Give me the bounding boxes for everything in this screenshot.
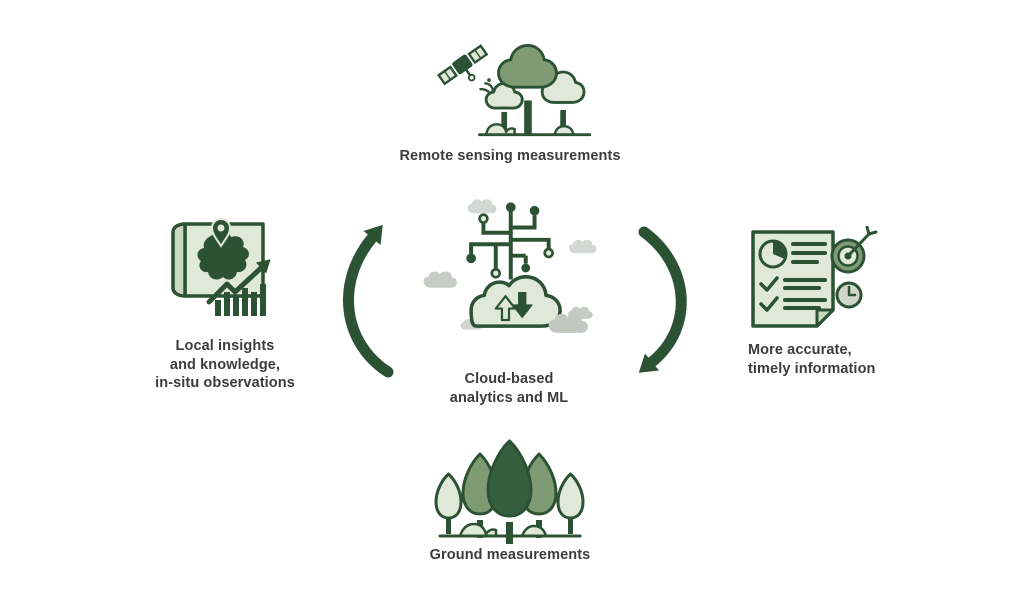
text-lines-icon bbox=[783, 242, 827, 310]
node-ground-measurements bbox=[422, 436, 597, 546]
growth-arrow-icon bbox=[206, 259, 271, 305]
left-cycle-arrow bbox=[320, 222, 410, 380]
right-cycle-arrow bbox=[618, 222, 708, 380]
right-cycle-arrow-icon bbox=[638, 226, 687, 373]
cloud-circuit-icon bbox=[423, 199, 597, 333]
node-local-insights bbox=[163, 208, 288, 328]
map-icon bbox=[171, 222, 265, 298]
bar-chart-icon bbox=[215, 284, 266, 316]
circuit-nodes-icon bbox=[466, 202, 554, 279]
node-timely-information bbox=[745, 226, 880, 341]
satellite-and-trees-icon bbox=[437, 43, 592, 137]
left-cycle-arrow-icon bbox=[342, 224, 394, 378]
node-cloud-analytics bbox=[404, 194, 614, 362]
remote-sensing-label: Remote sensing measurements bbox=[399, 148, 621, 164]
timely-information-label: More accurate, timely information bbox=[748, 342, 876, 377]
node-remote-sensing bbox=[408, 34, 608, 148]
checkmarks-icon bbox=[759, 276, 779, 312]
local-insights-label: Local insights and knowledge, in-situ ob… bbox=[155, 338, 295, 391]
forest-trees-icon bbox=[434, 439, 585, 544]
target-icon bbox=[830, 226, 878, 274]
circuit-icon bbox=[469, 211, 551, 280]
upload-arrow-icon bbox=[494, 295, 517, 322]
satellite-icon bbox=[437, 44, 489, 86]
trees-icon bbox=[478, 43, 592, 137]
download-arrow-icon bbox=[511, 292, 533, 319]
pie-chart-icon bbox=[758, 239, 788, 269]
forest-icon bbox=[434, 439, 585, 544]
location-pin-icon bbox=[210, 218, 232, 248]
cloud-analytics-label: Cloud-based analytics and ML bbox=[449, 371, 569, 406]
ground-measurements-label: Ground measurements bbox=[429, 547, 591, 563]
map-pin-bar-chart-icon bbox=[171, 218, 271, 316]
report-target-clock-icon bbox=[751, 226, 878, 328]
cloud-icon bbox=[469, 275, 562, 328]
clock-icon bbox=[835, 281, 863, 309]
